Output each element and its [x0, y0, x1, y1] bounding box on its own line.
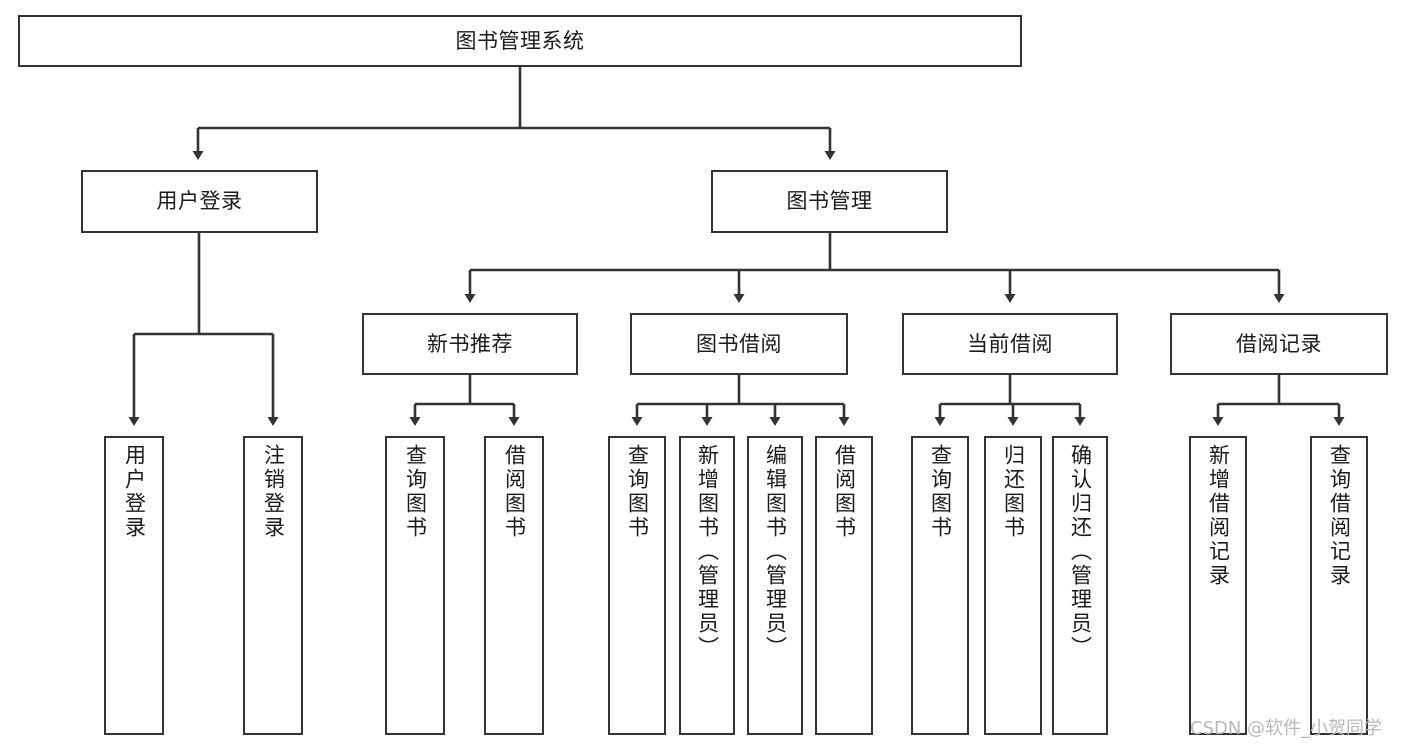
node-current-borrow-label: 当前借阅: [967, 331, 1053, 356]
node-book-management[interactable]: 图书管理: [711, 170, 948, 233]
leaf-node-label: 编辑图书（管理员）: [763, 444, 788, 660]
leaf-node[interactable]: 查询图书: [608, 436, 666, 735]
leaf-node-label: 确认归还（管理员）: [1068, 444, 1093, 660]
node-book-borrow-label: 图书借阅: [696, 331, 782, 356]
leaf-node-label: 借阅图书: [832, 444, 857, 540]
leaf-node-label: 注销登录: [261, 444, 286, 540]
leaf-node-label: 新增图书（管理员）: [695, 444, 720, 660]
leaf-node-label: 新增借阅记录: [1206, 444, 1231, 588]
node-borrow-records[interactable]: 借阅记录: [1170, 313, 1388, 375]
node-user-login-label: 用户登录: [156, 189, 243, 214]
leaf-node[interactable]: 查询图书: [385, 436, 445, 735]
leaf-node[interactable]: 注销登录: [243, 436, 303, 735]
leaf-node[interactable]: 查询借阅记录: [1310, 436, 1368, 735]
node-new-book-recommend-label: 新书推荐: [427, 331, 513, 356]
csdn-watermark: CSDN @软件_小贺同学: [1190, 718, 1383, 739]
node-book-borrow[interactable]: 图书借阅: [630, 313, 848, 375]
leaf-node[interactable]: 归还图书: [984, 436, 1042, 735]
node-user-login[interactable]: 用户登录: [81, 170, 318, 233]
leaf-node[interactable]: 借阅图书: [815, 436, 873, 735]
leaf-node-label: 借阅图书: [502, 444, 527, 540]
leaf-node-label: 查询图书: [403, 444, 428, 540]
leaf-node-label: 用户登录: [122, 444, 147, 540]
node-new-book-recommend[interactable]: 新书推荐: [362, 313, 578, 375]
leaf-node-label: 归还图书: [1001, 444, 1026, 540]
node-root-system[interactable]: 图书管理系统: [18, 15, 1022, 67]
leaf-node-label: 查询图书: [928, 444, 953, 540]
node-book-management-label: 图书管理: [786, 189, 873, 214]
leaf-node[interactable]: 借阅图书: [484, 436, 544, 735]
leaf-node[interactable]: 新增图书（管理员）: [679, 436, 735, 735]
leaf-node[interactable]: 新增借阅记录: [1189, 436, 1247, 735]
node-root-label: 图书管理系统: [455, 28, 585, 53]
leaf-node[interactable]: 编辑图书（管理员）: [747, 436, 803, 735]
leaf-node[interactable]: 用户登录: [104, 436, 164, 735]
node-borrow-records-label: 借阅记录: [1236, 331, 1322, 356]
leaf-node[interactable]: 确认归还（管理员）: [1052, 436, 1108, 735]
leaf-node-label: 查询借阅记录: [1327, 444, 1352, 588]
leaf-node-label: 查询图书: [625, 444, 650, 540]
leaf-node[interactable]: 查询图书: [911, 436, 969, 735]
node-current-borrow[interactable]: 当前借阅: [902, 313, 1118, 375]
